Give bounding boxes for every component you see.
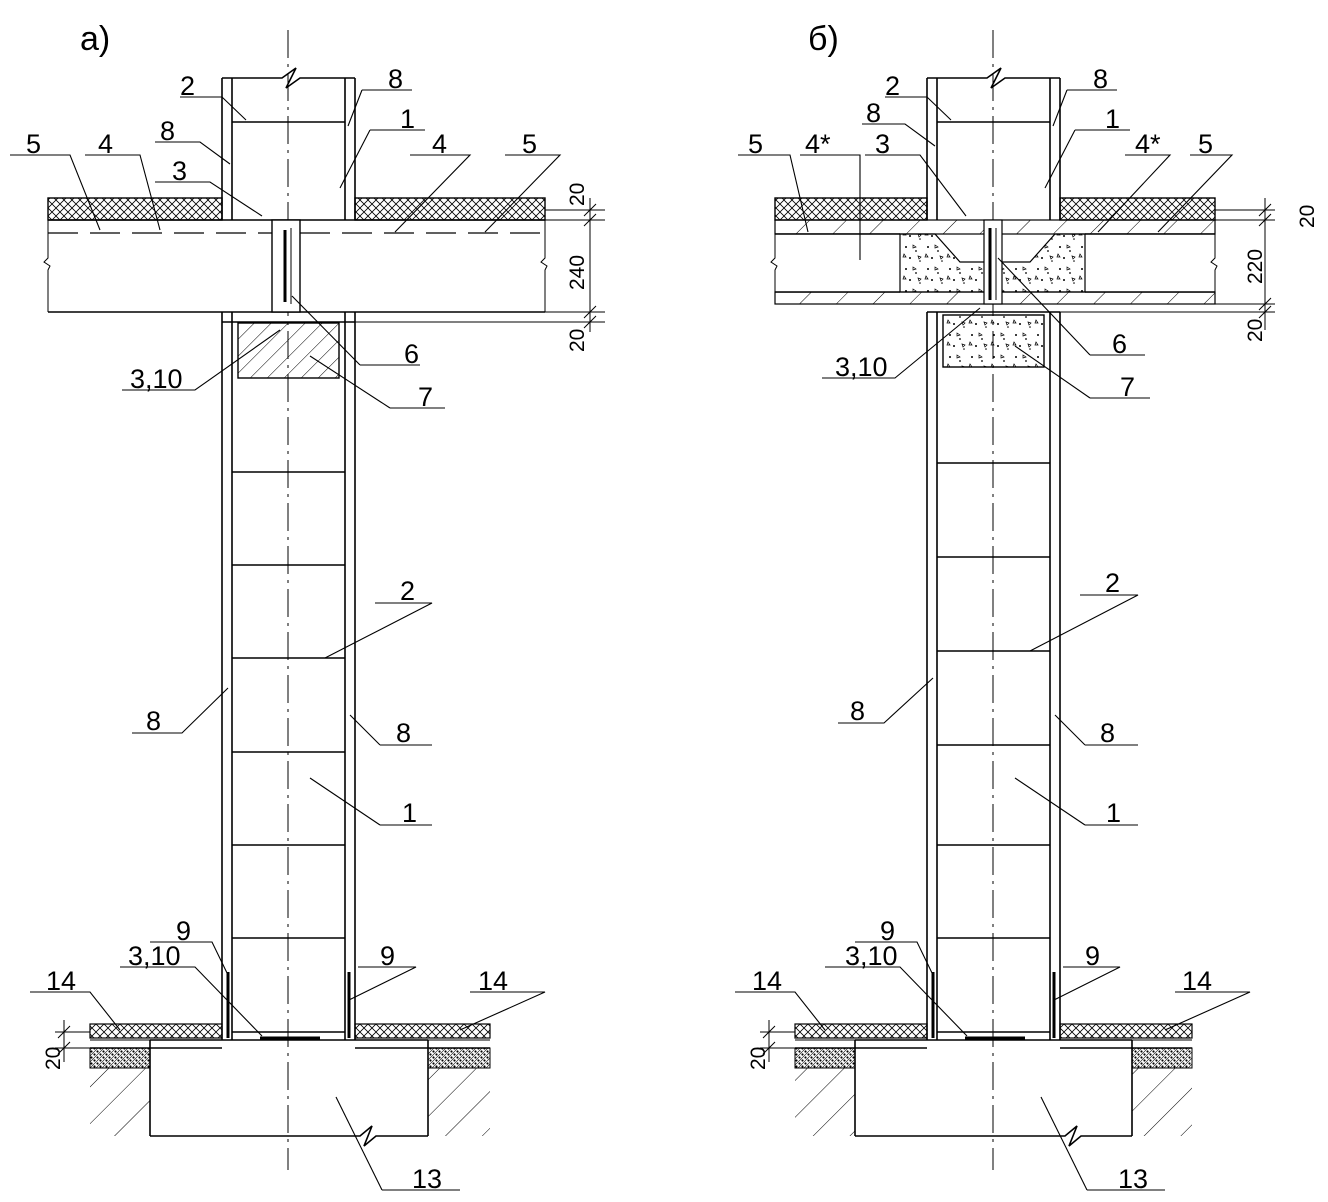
gravel-right xyxy=(1131,1047,1193,1069)
label-14-left: 14 xyxy=(46,966,76,996)
leader-lines xyxy=(10,89,562,1191)
label-8-mid-left: 8 xyxy=(146,706,161,736)
label-4star-right: 4* xyxy=(1135,129,1161,159)
label-2-top: 2 xyxy=(180,71,195,101)
leader-lines xyxy=(735,89,1251,1191)
dim-20-top: 20 xyxy=(1296,205,1319,228)
dim-20-floor: 20 xyxy=(42,1047,65,1070)
ground-right xyxy=(428,1068,490,1136)
dim-20-top: 20 xyxy=(566,183,589,206)
column-walls xyxy=(221,67,356,1040)
label-5-right: 5 xyxy=(522,129,537,159)
label-1-top: 1 xyxy=(1105,104,1120,134)
label-3-top: 3 xyxy=(875,129,890,159)
block-joints xyxy=(937,121,1050,939)
label-8-mid-left: 8 xyxy=(850,696,865,726)
ground-left xyxy=(90,1068,150,1136)
dim-20-bottom: 20 xyxy=(1244,319,1267,342)
label-9-left: 9 xyxy=(880,916,895,946)
label-7: 7 xyxy=(418,382,433,412)
label-2-top: 2 xyxy=(885,71,900,101)
panel-a-title: а) xyxy=(80,20,110,58)
label-3-10-top: 3,10 xyxy=(130,364,183,394)
label-6: 6 xyxy=(404,339,419,369)
gravel-right xyxy=(427,1047,491,1069)
floor-insulation-right xyxy=(1059,1023,1193,1039)
label-4star-left: 4* xyxy=(805,129,831,159)
label-5-left: 5 xyxy=(26,129,41,159)
label-5-left: 5 xyxy=(748,129,763,159)
label-8-top-right: 8 xyxy=(388,64,403,94)
label-7: 7 xyxy=(1120,372,1135,402)
label-2-mid: 2 xyxy=(400,576,415,606)
ground-right xyxy=(1132,1068,1192,1136)
column-walls xyxy=(926,67,1061,1040)
label-8-top-right: 8 xyxy=(1093,64,1108,94)
label-9-left: 9 xyxy=(176,916,191,946)
gravel-left xyxy=(89,1047,151,1069)
label-9-right: 9 xyxy=(380,941,395,971)
label-8-top-left: 8 xyxy=(160,116,175,146)
insulation-left xyxy=(774,197,928,221)
dim-220: 220 xyxy=(1244,249,1267,284)
panel-a: а) xyxy=(10,20,605,1194)
label-14-right: 14 xyxy=(478,966,508,996)
dim-20-floor: 20 xyxy=(747,1047,770,1070)
label-9-right: 9 xyxy=(1085,941,1100,971)
lintel-block xyxy=(942,314,1045,368)
label-1-mid: 1 xyxy=(402,798,417,828)
label-14-right: 14 xyxy=(1182,966,1212,996)
label-8-mid-right: 8 xyxy=(396,718,411,748)
label-4-right: 4 xyxy=(432,129,447,159)
floor-insulation-left xyxy=(89,1023,223,1039)
floor-insulation-right xyxy=(354,1023,491,1039)
insulation-right xyxy=(354,197,546,221)
gravel-left xyxy=(794,1047,856,1069)
label-3-10-bottom: 3,10 xyxy=(845,941,898,971)
panel-b-title: б) xyxy=(808,20,839,58)
label-13: 13 xyxy=(1118,1164,1148,1194)
ground-left xyxy=(795,1068,855,1136)
label-2-mid: 2 xyxy=(1105,568,1120,598)
label-1-mid: 1 xyxy=(1106,798,1121,828)
panel-b: б) xyxy=(735,20,1319,1194)
floor-insulation-left xyxy=(794,1023,928,1039)
label-8-mid-right: 8 xyxy=(1100,718,1115,748)
label-4-left: 4 xyxy=(98,129,113,159)
dim-240: 240 xyxy=(566,255,589,290)
label-1-top: 1 xyxy=(400,104,415,134)
insulation-left xyxy=(47,197,223,221)
label-6: 6 xyxy=(1112,329,1127,359)
foundation xyxy=(854,1039,1133,1147)
dimension-lines xyxy=(1215,198,1275,330)
insulation-right xyxy=(1059,197,1216,221)
dimension-lines xyxy=(545,198,605,332)
label-3-10-bottom: 3,10 xyxy=(128,941,181,971)
label-13: 13 xyxy=(412,1164,442,1194)
hollow-core-slabs xyxy=(770,219,1218,305)
label-14-left: 14 xyxy=(752,966,782,996)
foundation xyxy=(149,1039,429,1147)
lintel-block xyxy=(237,322,340,379)
floor-slabs xyxy=(43,219,548,313)
label-3-10-top: 3,10 xyxy=(835,352,888,382)
dim-20-bottom: 20 xyxy=(566,329,589,352)
label-3-top: 3 xyxy=(172,156,187,186)
label-8-top-left: 8 xyxy=(866,98,881,128)
label-5-right: 5 xyxy=(1198,129,1213,159)
